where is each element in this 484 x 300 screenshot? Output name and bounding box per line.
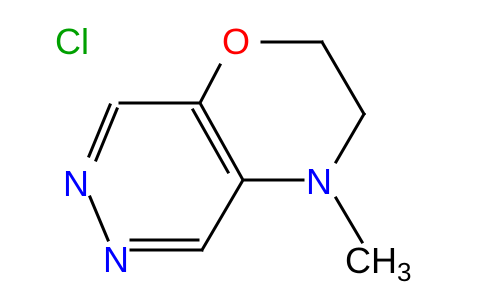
methyl-group-label: CH3	[345, 240, 411, 286]
bond-c6-c5	[199, 177, 246, 253]
bond-c2-c5	[197, 100, 246, 183]
bond-c2-c5-double	[190, 107, 231, 175]
bond-c2-o	[197, 62, 223, 106]
bond-ch2a-ch2b	[319, 39, 367, 117]
pyridazine-nitrogen-lower-label: N	[103, 239, 129, 280]
bond-c1-n1	[94, 107, 119, 162]
bond-c1-n1-double	[87, 103, 112, 158]
methyl-subscript: 3	[397, 257, 412, 287]
bond-ch2b-n	[333, 111, 367, 165]
oxygen-atom-label: O	[222, 21, 251, 62]
methyl-ch-text: CH	[345, 240, 397, 281]
chlorine-atom-label: Cl	[55, 21, 89, 62]
oxazine-nitrogen-label: N	[306, 161, 332, 202]
bond-n1-n2	[88, 195, 110, 242]
pyridazine-nitrogen-upper-label: N	[63, 163, 89, 204]
bond-n-methyl	[333, 195, 365, 245]
